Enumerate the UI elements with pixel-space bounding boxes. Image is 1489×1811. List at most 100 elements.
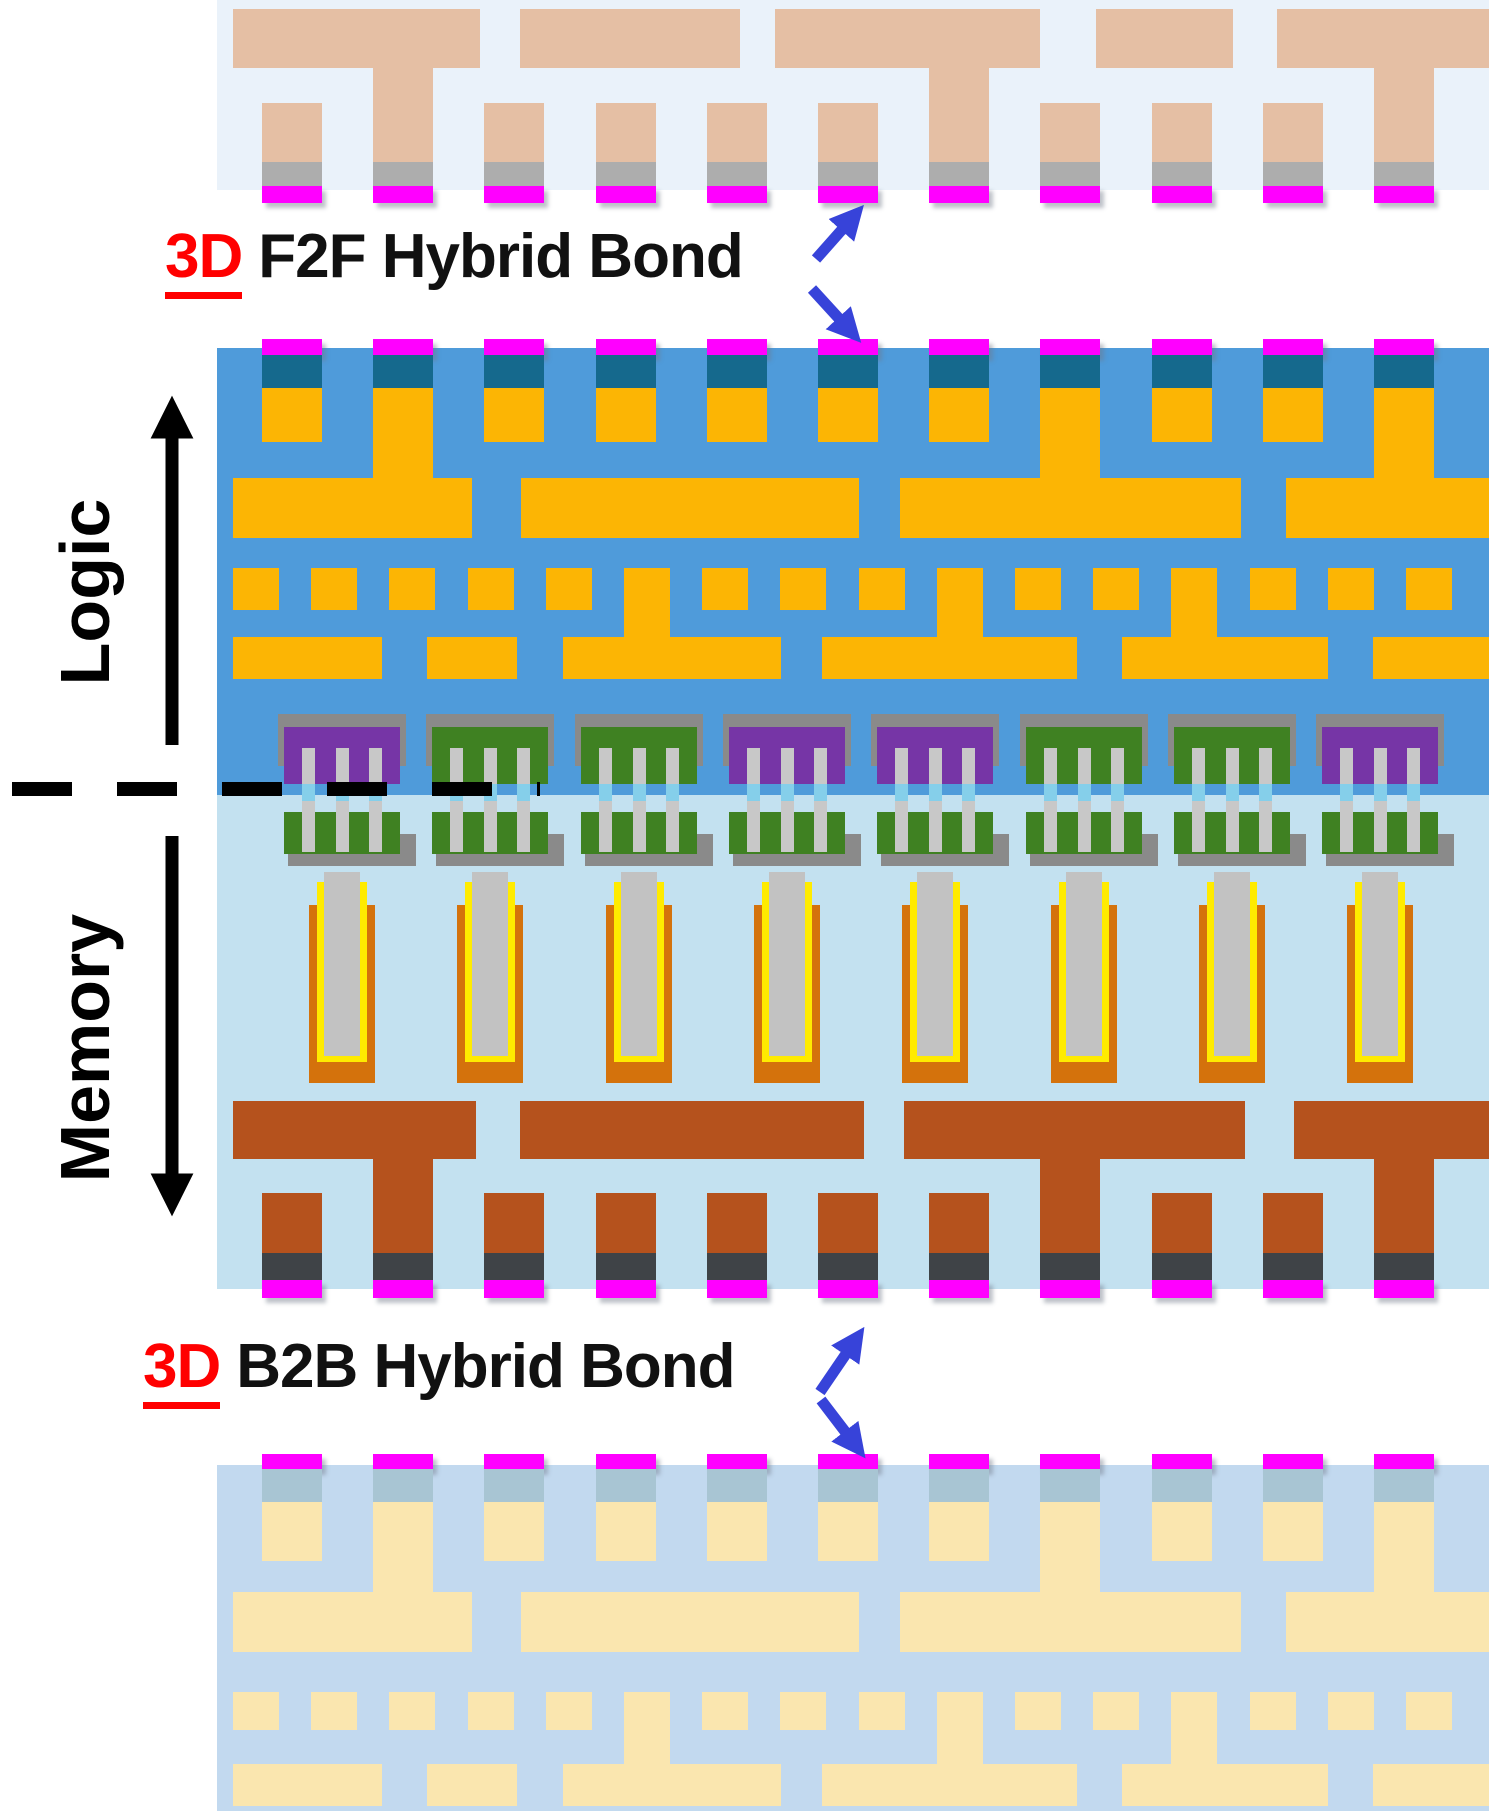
f2f-bond-pad-top [929, 186, 989, 203]
logic-bond-via [1040, 355, 1100, 388]
logic-via [929, 388, 989, 442]
logic-metal-bar-lower [1122, 637, 1328, 679]
top-die-pad-liner [929, 162, 989, 187]
memory-via [1263, 1193, 1323, 1253]
bottom-bond-via [596, 1469, 656, 1502]
bottom-contact-stem [1171, 1692, 1217, 1764]
memory-pad-liner [1263, 1253, 1323, 1282]
f2f-bond-pad-logic [373, 339, 433, 356]
b2b-bond-pad-bottom [262, 1454, 322, 1470]
b2b-bond-pad-bottom [1374, 1454, 1434, 1470]
f2f-bond-pad-logic [596, 339, 656, 356]
b2b-bond-pad-bottom [1263, 1454, 1323, 1470]
fin-bond-highlight [599, 784, 612, 801]
logic-via [707, 388, 767, 442]
logic-via-stem [373, 388, 433, 479]
capacitor-electrode [1066, 872, 1102, 1056]
bottom-bond-via [484, 1469, 544, 1502]
bottom-via [1263, 1502, 1323, 1561]
fin-bond-highlight [1192, 784, 1205, 801]
f2f-bond-pad-top [262, 186, 322, 203]
fin-bond-highlight [962, 784, 975, 801]
logic-metal-bar-upper [900, 478, 1241, 538]
top-die-pad-liner [373, 162, 433, 187]
bottom-contact [1093, 1692, 1139, 1730]
capacitor-dielectric-left [762, 882, 769, 1062]
bottom-bond-via [1152, 1469, 1212, 1502]
f2f-bond-pad-logic [1152, 339, 1212, 356]
logic-contact [1015, 568, 1061, 610]
memory-pad-liner [1374, 1253, 1434, 1282]
top-die-via [262, 103, 322, 162]
b2b-bond-pad-memory [484, 1280, 544, 1298]
bottom-via [1152, 1502, 1212, 1561]
bottom-metal-bar-lower [563, 1764, 781, 1806]
top-die-pad-liner [707, 162, 767, 187]
capacitor-dielectric-bottom [1207, 1055, 1257, 1062]
logic-bond-via [707, 355, 767, 388]
b2b-bond-pad-bottom [1040, 1454, 1100, 1470]
logic-contact [311, 568, 357, 610]
fin-bond-highlight [517, 784, 530, 801]
fin-bond-highlight [895, 784, 908, 801]
fin-bond-highlight [302, 784, 315, 801]
f2f-bond-pad-top [818, 186, 878, 203]
fin-bond-highlight [484, 784, 497, 801]
logic-metal-bar-lower [563, 637, 781, 679]
top-die-pad-liner [1152, 162, 1212, 187]
f2f-bond-text: F2F Hybrid Bond [258, 222, 743, 291]
memory-pad-liner [1040, 1253, 1100, 1282]
fin-bond-highlight [1407, 784, 1420, 801]
memory-via [929, 1193, 989, 1253]
logic-bond-via [484, 355, 544, 388]
bottom-metal-bar-lower [822, 1764, 1077, 1806]
logic-via [1152, 388, 1212, 442]
bottom-via [596, 1502, 656, 1561]
logic-metal-bar-upper [233, 478, 472, 538]
capacitor-dielectric-bottom [317, 1055, 367, 1062]
logic-via-stem [1040, 388, 1100, 479]
b2b-bond-pad-memory [929, 1280, 989, 1298]
top-die-pad-liner [484, 162, 544, 187]
top-die-metal-bar [233, 9, 480, 68]
logic-metal-bar-lower [1373, 637, 1489, 679]
capacitor-dielectric-right [360, 882, 367, 1062]
fin-bond-highlight [633, 784, 646, 801]
capacitor-dielectric-left [1207, 882, 1214, 1062]
capacitor-dielectric-right [1250, 882, 1257, 1062]
bottom-contact [1015, 1692, 1061, 1730]
top-die-via [707, 103, 767, 162]
logic-die-label: Logic [46, 498, 124, 686]
memory-metal-bar [520, 1101, 864, 1159]
bottom-bond-via [1374, 1469, 1434, 1502]
bottom-bond-via [818, 1469, 878, 1502]
logic-contact [1250, 568, 1296, 610]
bottom-metal-bar-upper [900, 1592, 1241, 1652]
fin-bond-highlight [781, 784, 794, 801]
memory-via [707, 1193, 767, 1253]
capacitor-dielectric-bottom [1355, 1055, 1405, 1062]
fin-bond-highlight [1259, 784, 1272, 801]
memory-pad-liner [596, 1253, 656, 1282]
logic-contact [1328, 568, 1374, 610]
fin-bond-highlight [1340, 784, 1353, 801]
logic-contact [702, 568, 748, 610]
memory-via [596, 1193, 656, 1253]
fin-bond-highlight [369, 784, 382, 801]
b2b-3d-text: 3D [143, 1334, 221, 1410]
top-die-metal-bar [1096, 9, 1233, 68]
memory-via [818, 1193, 878, 1253]
top-die-pad-liner [1040, 162, 1100, 187]
logic-metal-bar-upper [1286, 478, 1489, 538]
b2b-bond-pad-memory [1152, 1280, 1212, 1298]
capacitor-dielectric-bottom [465, 1055, 515, 1062]
b2b-bond-pad-memory [262, 1280, 322, 1298]
capacitor-dielectric-right [1398, 882, 1405, 1062]
f2f-bond-pad-top [1040, 186, 1100, 203]
logic-contact [468, 568, 514, 610]
b2b-bond-pad-bottom [929, 1454, 989, 1470]
capacitor-dielectric-right [657, 882, 664, 1062]
capacitor-electrode [769, 872, 805, 1056]
logic-contact [546, 568, 592, 610]
